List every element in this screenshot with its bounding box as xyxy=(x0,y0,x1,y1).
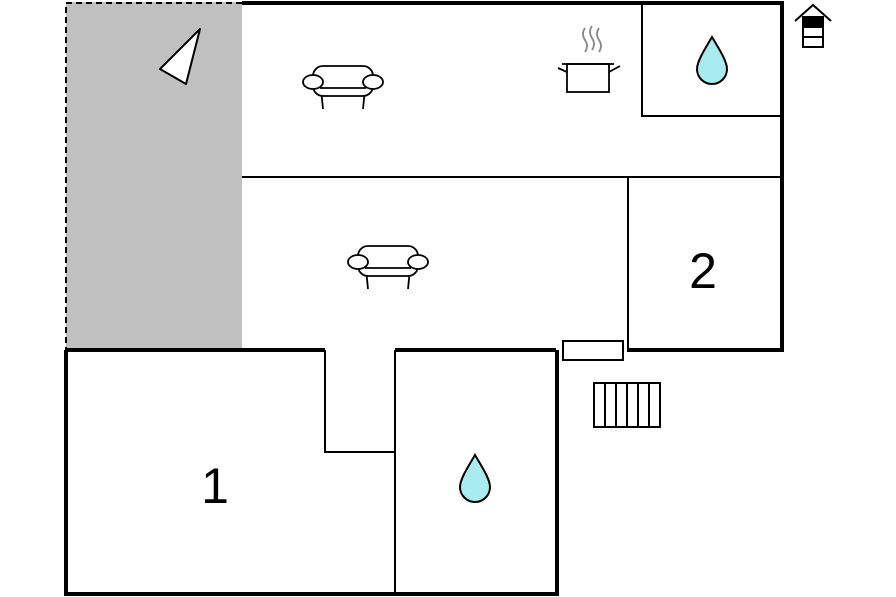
wall-bathroom-top xyxy=(641,3,782,117)
room-label-bedroom-2: 2 xyxy=(689,243,717,299)
sofa-icon xyxy=(347,245,429,290)
exterior-walls xyxy=(64,1,784,596)
cooking-pot-icon xyxy=(557,25,621,93)
terrace-icon xyxy=(159,28,201,85)
terrace-fill xyxy=(66,2,242,350)
sofa-icon xyxy=(302,65,384,110)
terrace-dashed-border xyxy=(65,2,242,350)
water-drop-icon xyxy=(695,35,729,85)
lower-block-walls xyxy=(64,348,559,596)
door-icon xyxy=(562,340,624,361)
terrace xyxy=(65,2,242,350)
wall-hall xyxy=(324,350,395,453)
room-label-bedroom-1: 1 xyxy=(201,458,229,514)
water-drop-icon xyxy=(458,453,492,503)
interior-walls xyxy=(242,3,782,594)
floor-level-icon xyxy=(794,3,832,48)
stairs-icon xyxy=(593,382,661,428)
